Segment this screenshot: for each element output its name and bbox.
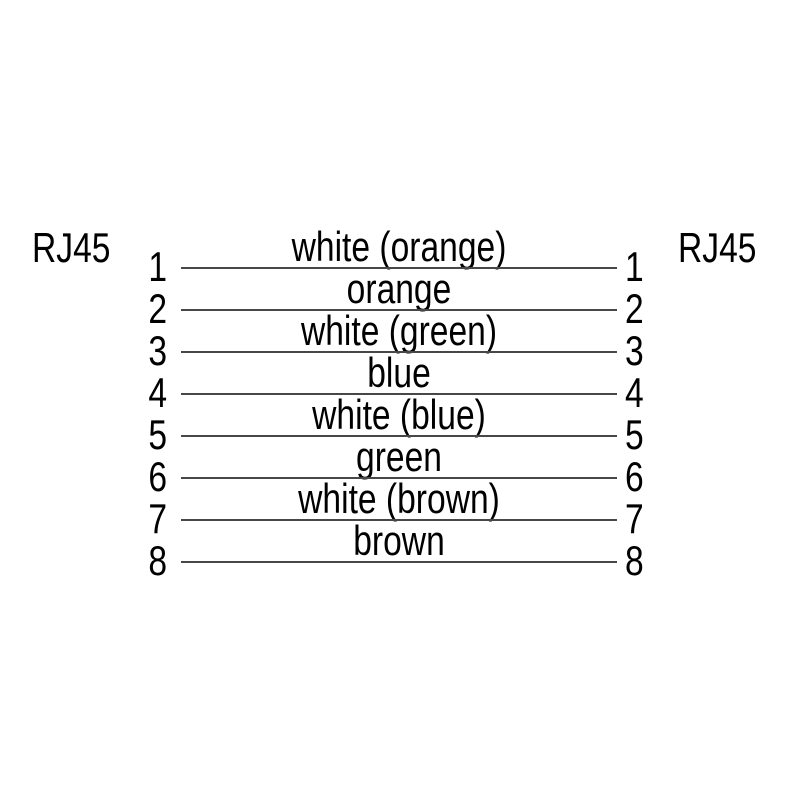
- pin-number-left: 5: [148, 411, 167, 458]
- wire-color-label: white (brown): [298, 475, 500, 522]
- pin-number-left: 4: [148, 369, 167, 416]
- wire-color-label: green: [356, 433, 442, 480]
- pin-number-right: 1: [625, 243, 644, 290]
- wire-line: [181, 267, 617, 269]
- connector-label-right: RJ45: [678, 224, 757, 271]
- wire-line: [181, 519, 617, 521]
- wire-line: [181, 477, 617, 479]
- pin-number-right: 2: [625, 285, 644, 332]
- wire-line: [181, 435, 617, 437]
- wire-color-label: brown: [353, 517, 445, 564]
- wire-color-label: orange: [346, 265, 452, 312]
- wire-color-label: white (green): [300, 307, 498, 354]
- pin-number-left: 7: [148, 495, 167, 542]
- wire-line: [181, 351, 617, 353]
- pin-number-right: 7: [625, 495, 644, 542]
- pin-number-right: 5: [625, 411, 644, 458]
- pin-number-left: 1: [148, 243, 167, 290]
- wire-color-label: white (blue): [312, 391, 486, 438]
- pin-number-right: 4: [625, 369, 644, 416]
- pin-number-left: 2: [148, 285, 167, 332]
- connector-label-left: RJ45: [32, 224, 111, 271]
- pin-number-left: 8: [148, 537, 167, 584]
- pin-number-left: 3: [148, 327, 167, 374]
- wire-color-label: white (orange): [291, 223, 507, 270]
- wire-line: [181, 561, 617, 563]
- pin-number-right: 6: [625, 453, 644, 500]
- pin-number-right: 8: [625, 537, 644, 584]
- wire-line: [181, 393, 617, 395]
- wire-line: [181, 309, 617, 311]
- pin-number-left: 6: [148, 453, 167, 500]
- pin-number-right: 3: [625, 327, 644, 374]
- wire-color-label: blue: [367, 349, 431, 396]
